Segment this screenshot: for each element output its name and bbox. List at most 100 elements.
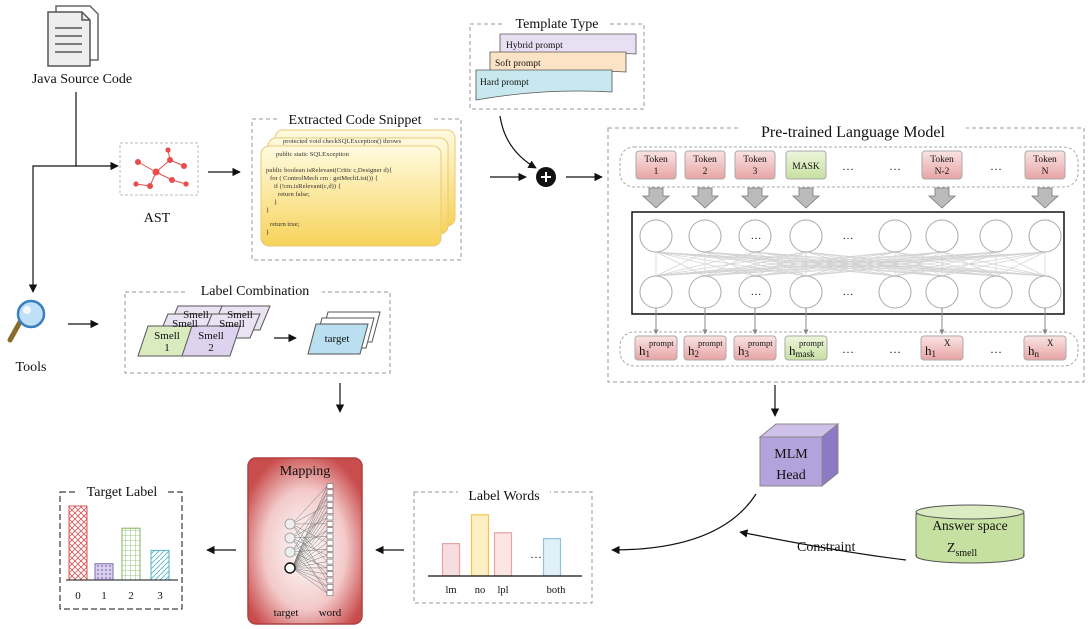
- network-node: [789, 219, 823, 253]
- mapping-panel: [247, 457, 363, 625]
- hidden-state-sup: prompt: [698, 338, 723, 348]
- token-label: Token: [644, 155, 668, 165]
- hidden-row: [619, 331, 1079, 367]
- token-ellipsis: …: [990, 159, 1002, 173]
- target-label-panel: [59, 491, 183, 610]
- target-label-bar: [121, 527, 141, 581]
- network-edge: [995, 251, 1046, 277]
- mapping-edge: [291, 485, 328, 569]
- network-node: [878, 219, 912, 253]
- mapping-word-node: [326, 565, 334, 571]
- hidden-ellipsis: …: [889, 342, 901, 356]
- code-line: }: [274, 199, 277, 206]
- network-node: [1028, 275, 1062, 309]
- network-ellipsis: …: [751, 230, 762, 242]
- label-combination-title: Label Combination: [201, 284, 309, 299]
- network-edge: [704, 251, 1046, 277]
- hidden-state-sub: n: [1035, 349, 1040, 359]
- smell-2-number: 2: [208, 342, 214, 354]
- token-ellipsis: …: [889, 159, 901, 173]
- network-ellipsis: …: [751, 286, 762, 298]
- plm-title: Pre-trained Language Model: [761, 124, 945, 141]
- network-edge: [655, 251, 896, 277]
- mapping-target-label: target: [274, 607, 299, 619]
- mapping-edge: [291, 567, 328, 588]
- target-label-tick: 2: [128, 590, 134, 602]
- transformer-network: …………: [639, 219, 1062, 309]
- soft-prompt-label: Soft prompt: [495, 58, 541, 69]
- hidden-state-label: h2: [688, 343, 699, 359]
- label-words-ellipsis: …: [530, 547, 542, 561]
- code-line: }: [266, 229, 269, 236]
- token-label: MASK: [792, 162, 820, 172]
- hidden-state-base: h: [639, 343, 646, 358]
- token-label: Token: [930, 155, 954, 165]
- mlm-head-line2: Head: [776, 468, 806, 483]
- ast-graph-icon: [133, 147, 189, 189]
- mapping-edge: [291, 504, 328, 569]
- mapping-title: Mapping: [280, 464, 331, 479]
- tools-label: Tools: [16, 360, 47, 375]
- token-index: 3: [753, 167, 758, 177]
- mapping-target-node: [284, 562, 296, 574]
- token-index: 1: [654, 167, 659, 177]
- mapping-edge: [291, 529, 328, 553]
- hidden-state-base: h: [925, 343, 932, 358]
- template-type-title: Template Type: [516, 17, 599, 32]
- network-edge: [655, 251, 706, 277]
- token-box: Token 1: [635, 150, 677, 180]
- network-node: [738, 219, 772, 253]
- constraint-label: Constraint: [797, 540, 855, 555]
- target-label-title: Target Label: [87, 485, 158, 500]
- hidden-state-label: h1: [925, 343, 936, 359]
- mapping-edge: [291, 548, 328, 569]
- label-word-tick: lpl: [497, 585, 508, 596]
- network-node: [979, 275, 1013, 309]
- java-source-label: Java Source Code: [32, 72, 132, 87]
- mapping-edge: [291, 498, 328, 569]
- hidden-state-sup: prompt: [748, 338, 773, 348]
- hybrid-prompt-label: Hybrid prompt: [506, 41, 563, 51]
- hidden-ellipsis: …: [990, 342, 1002, 356]
- hidden-state-sub: mask: [796, 349, 815, 359]
- mapping-edge: [291, 511, 328, 569]
- hidden-state-sub: 2: [695, 349, 700, 359]
- code-line: if (!cm.isRelevant(c,d)) {: [274, 183, 341, 190]
- mapping-edge: [291, 523, 328, 569]
- label-words-title: Label Words: [468, 489, 539, 504]
- hidden-state-box: hnX: [1023, 335, 1067, 361]
- mapping-edge: [291, 492, 328, 569]
- network-edge: [894, 251, 1046, 277]
- token-ellipsis: …: [842, 159, 854, 173]
- document-icon: [47, 5, 99, 67]
- down-arrow-icon: [1030, 187, 1060, 209]
- mapping-edge: [291, 555, 328, 569]
- label-word-tick: no: [475, 585, 486, 596]
- network-edge: [754, 251, 1046, 277]
- hidden-state-label: h3: [738, 343, 750, 359]
- label-word-bar: [493, 532, 513, 577]
- hidden-state-sub: 3: [745, 349, 750, 359]
- hidden-state-sub: 1: [932, 349, 937, 359]
- mapping-edge: [291, 548, 328, 553]
- smell-1-number: 1: [164, 342, 170, 354]
- answer-space-cylinder: [915, 504, 1025, 564]
- hidden-state-base: h: [738, 343, 745, 358]
- code-line: public static SQLException: [276, 151, 350, 158]
- network-node: [979, 219, 1013, 253]
- hidden-state-label: hn: [1028, 343, 1040, 359]
- mapping-network: [284, 483, 334, 596]
- label-word-tick: lm: [445, 585, 456, 596]
- down-arrow-icon: [690, 187, 720, 209]
- mapping-word-label: word: [319, 607, 342, 619]
- network-edge: [655, 251, 756, 277]
- code-line: for ( ControlMech cm : getMechList()) {: [270, 175, 378, 182]
- network-edge: [655, 251, 943, 277]
- mapping-word-node: [326, 520, 334, 527]
- smell-2-label: Smell: [198, 330, 224, 342]
- network-ellipsis: …: [843, 230, 854, 242]
